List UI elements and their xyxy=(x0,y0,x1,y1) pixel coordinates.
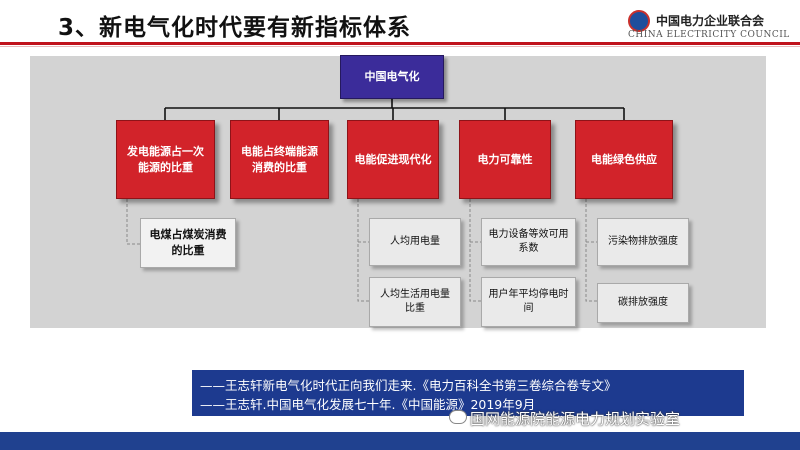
category-node-5: 电能绿色供应 xyxy=(575,120,673,199)
leaf-node-5-2: 碳排放强度 xyxy=(597,283,689,323)
page-title: 3、新电气化时代要有新指标体系 xyxy=(58,15,412,41)
cec-logo: 中国电力企业联合会 CHINA ELECTRICITY COUNCIL xyxy=(600,8,790,42)
reference-2: ——王志轩.中国电气化发展七十年.《中国能源》2019年9月 xyxy=(200,397,536,412)
leaf-node-3-2: 人均生活用电量比重 xyxy=(369,277,461,327)
category-node-1: 发电能源占一次能源的比重 xyxy=(116,120,215,199)
leaf-node-4-2: 用户年平均停电时间 xyxy=(481,277,576,327)
root-node: 中国电气化 xyxy=(340,55,444,99)
category-node-3: 电能促进现代化 xyxy=(347,120,439,199)
wechat-icon xyxy=(449,410,467,424)
logo-english-name: CHINA ELECTRICITY COUNCIL xyxy=(628,30,790,40)
logo-chinese-name: 中国电力企业联合会 xyxy=(656,14,765,28)
reference-box xyxy=(192,370,744,416)
leaf-node-4-1: 电力设备等效可用系数 xyxy=(481,218,576,266)
category-node-4: 电力可靠性 xyxy=(459,120,551,199)
footer-bar xyxy=(0,432,800,450)
title-divider xyxy=(0,42,800,45)
category-node-2: 电能占终端能源消费的比重 xyxy=(230,120,329,199)
leaf-node-1-1: 电煤占煤炭消费的比重 xyxy=(140,218,236,268)
title-divider-thin xyxy=(0,46,800,47)
cec-emblem-icon xyxy=(628,10,650,32)
leaf-node-3-1: 人均用电量 xyxy=(369,218,461,266)
watermark: 国网能源院能源电力规划实验室 xyxy=(470,410,681,428)
leaf-node-5-1: 污染物排放强度 xyxy=(597,218,689,266)
reference-1: ——王志轩新电气化时代正向我们走来.《电力百科全书第三卷综合卷专文》 xyxy=(200,378,617,393)
